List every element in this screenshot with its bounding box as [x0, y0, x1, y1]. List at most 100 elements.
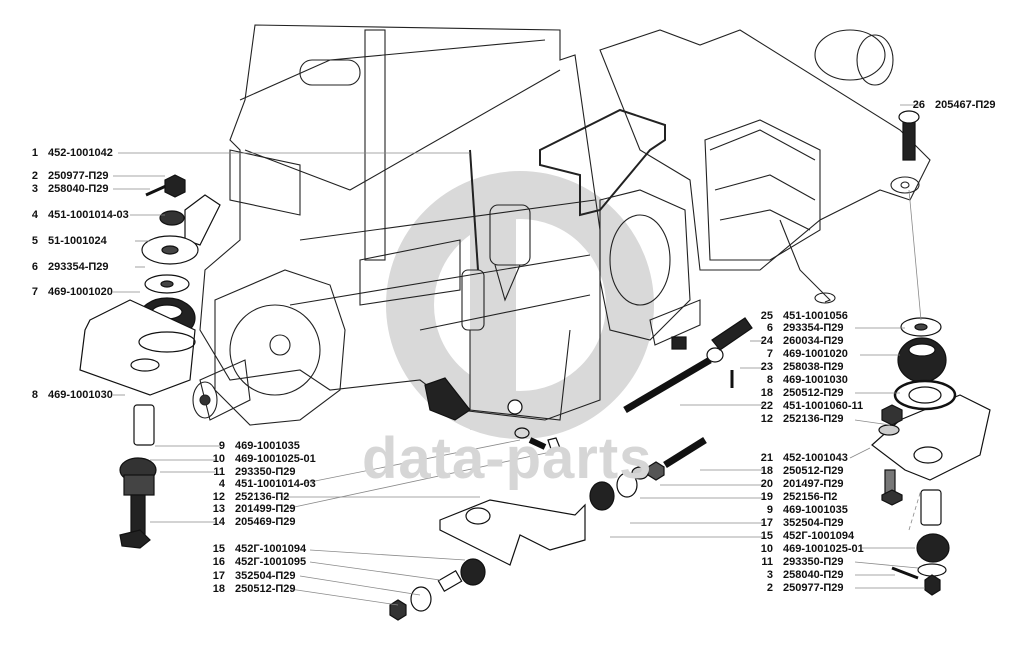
- part-code: 451-1001060-11: [783, 400, 864, 412]
- link-plate: [711, 317, 753, 351]
- part-code: 352504-П29: [235, 570, 296, 582]
- part-number: 17: [760, 517, 773, 529]
- part-number: 4: [31, 209, 38, 221]
- part-number: 2: [766, 582, 773, 594]
- spacer: [437, 569, 463, 593]
- part-code: 293354-П29: [48, 261, 109, 273]
- timing-cover: [192, 269, 346, 426]
- rubber-bushing-lower: [460, 558, 486, 586]
- part-number: 18: [760, 465, 773, 477]
- rubber-bushing-upper: [589, 481, 615, 511]
- part-code: 201499-П29: [235, 503, 296, 515]
- part-code: 469-1001020: [48, 286, 113, 298]
- part-number: 13: [212, 503, 225, 515]
- part-label[interactable]: 21 452-1001043: [757, 452, 848, 465]
- sleeve: [133, 404, 155, 446]
- part-code: 469-1001025-01: [783, 543, 864, 555]
- part-number: 12: [212, 491, 225, 503]
- part-code: 293354-П29: [783, 322, 844, 334]
- leader-lines: [113, 104, 925, 606]
- part-code: 250977-П29: [783, 582, 844, 594]
- part-number: 9: [766, 504, 773, 516]
- part-number: 10: [212, 453, 225, 465]
- right-mount-parts: [871, 110, 991, 596]
- part-number: 7: [766, 348, 773, 360]
- part-code: 469-1001035: [235, 440, 300, 452]
- part-code: 469-1001030: [783, 374, 848, 386]
- part-code: 451-1001014-03: [48, 209, 129, 221]
- part-code: 452Г-1001094: [235, 543, 307, 555]
- part-label[interactable]: 13 201499-П29: [209, 503, 296, 516]
- part-label[interactable]: 18 250512-П29: [209, 583, 296, 596]
- left-mount-parts: [79, 174, 221, 549]
- part-number: 26: [912, 99, 925, 111]
- mount-bracket: [79, 299, 196, 396]
- part-code: 293350-П29: [235, 466, 296, 478]
- part-number: 8: [766, 374, 773, 386]
- part-code: 452-1001043: [783, 452, 848, 464]
- part-label[interactable]: 7 469-1001020: [22, 286, 113, 299]
- part-number: 22: [760, 400, 773, 412]
- part-code: 250512-П29: [235, 583, 296, 595]
- bracket-plate: [184, 194, 221, 246]
- part-code: 205467-П29: [935, 99, 996, 111]
- part-label[interactable]: 18 250512-П29: [757, 465, 844, 478]
- part-label[interactable]: 26 205467-П29: [909, 99, 996, 112]
- part-number: 17: [212, 570, 225, 582]
- part-label[interactable]: 22 451-1001060-11: [757, 400, 863, 413]
- part-number: 18: [212, 583, 225, 595]
- threaded-rod: [663, 437, 707, 468]
- part-label[interactable]: 17 352504-П29: [209, 570, 296, 583]
- rear-support-bracket: [539, 108, 666, 217]
- watermark-logo: [386, 171, 654, 439]
- watermark-text: data-parts: [362, 426, 653, 491]
- part-label[interactable]: 4 451-1001014-03: [22, 209, 129, 222]
- part-code: 451-1001056: [783, 310, 848, 322]
- part-label[interactable]: 2 250977-П29: [757, 582, 844, 595]
- middle-mount-parts: [389, 317, 753, 621]
- part-label[interactable]: 9 469-1001035: [209, 440, 300, 453]
- mount-bolt: [130, 494, 146, 536]
- part-code: 452Г-1001095: [235, 556, 307, 568]
- part-number: 7: [31, 286, 38, 298]
- part-code: 258040-П29: [783, 569, 844, 581]
- watermark-logo-inner: [470, 180, 516, 430]
- part-code: 451-1001014-03: [235, 478, 316, 490]
- part-number: 11: [761, 556, 773, 568]
- part-label[interactable]: 8 469-1001030: [757, 374, 848, 387]
- part-number: 9: [218, 440, 225, 452]
- part-number: 21: [760, 452, 773, 464]
- part-number: 18: [760, 387, 773, 399]
- part-code: 250512-П29: [783, 465, 844, 477]
- gearbox: [599, 29, 931, 304]
